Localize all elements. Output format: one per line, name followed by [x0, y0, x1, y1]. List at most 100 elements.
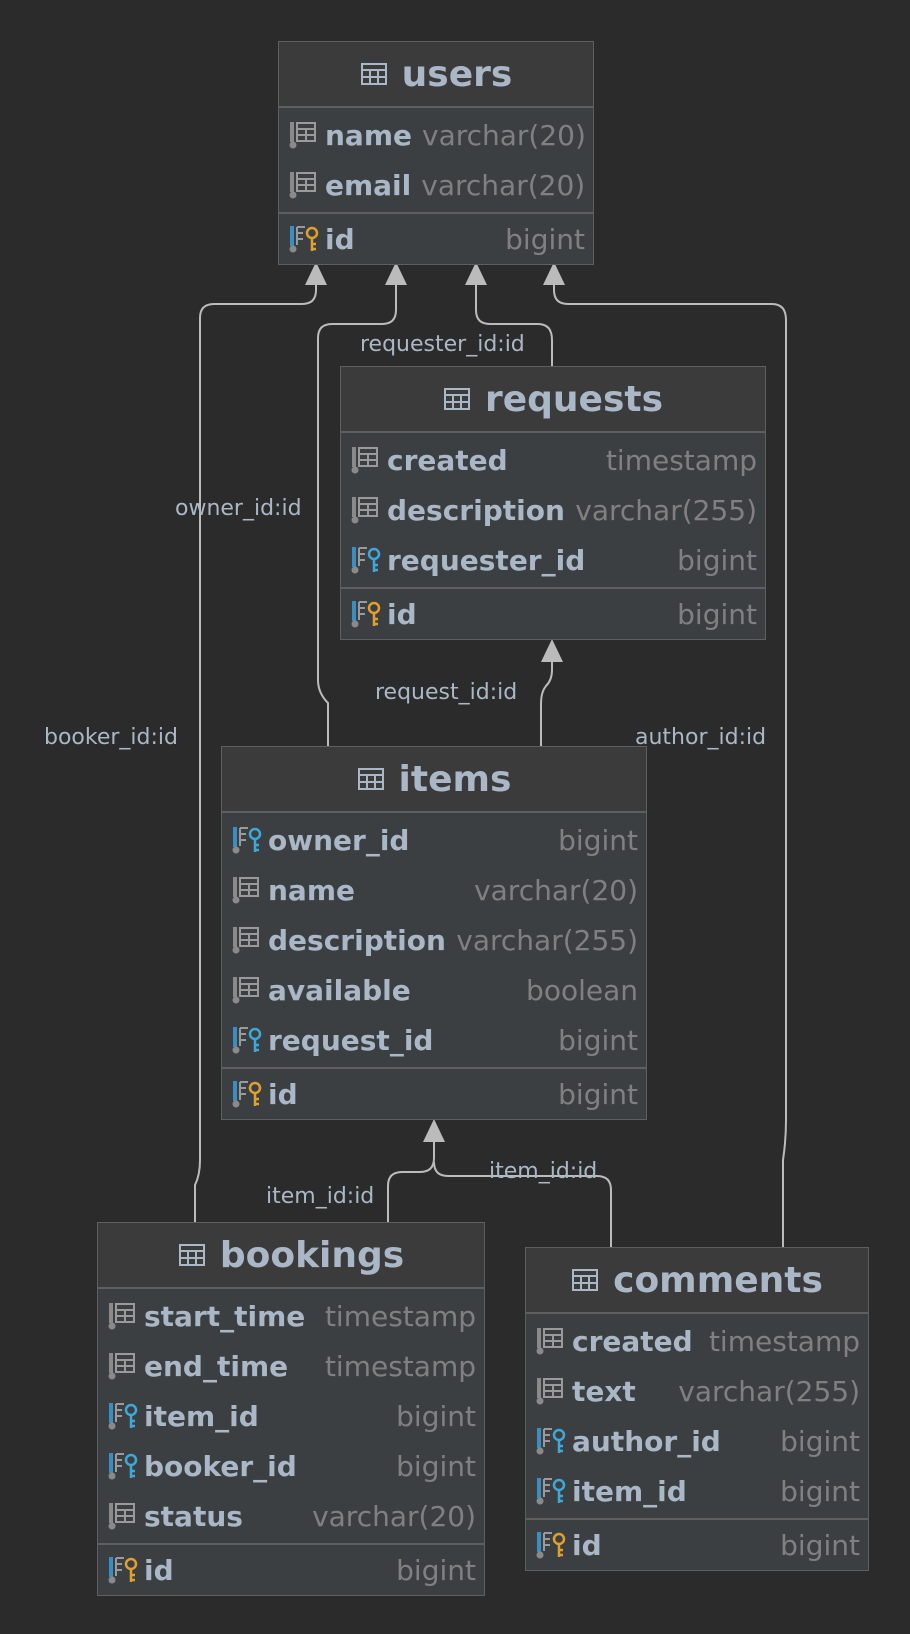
column-type: bigint [677, 597, 757, 631]
column-icon [536, 1378, 563, 1405]
foreign-key-icon [108, 1453, 138, 1480]
table-icon [572, 1269, 599, 1291]
column-type: varchar(20) [421, 168, 586, 202]
column-type: timestamp [324, 1349, 476, 1383]
arrowhead-request [541, 639, 563, 662]
column-icon [232, 977, 259, 1004]
column-name: name [268, 873, 355, 907]
arrowhead-booker [305, 262, 327, 285]
foreign-key-icon [232, 1027, 262, 1054]
column-icon [108, 1353, 135, 1380]
entity-title: comments [613, 1259, 823, 1301]
column-name: status [144, 1499, 243, 1533]
arrowhead-items [423, 1119, 445, 1142]
column-type: bigint [558, 1077, 638, 1111]
column-name: owner_id [268, 823, 410, 857]
column-name: name [325, 118, 412, 152]
primary-key-icon [351, 601, 381, 628]
edge-label-booking-item: item_id:id [266, 1184, 374, 1209]
column-row-requester-id[interactable]: requester_id bigint [341, 535, 765, 585]
column-name: available [268, 973, 411, 1007]
column-row-id[interactable]: id bigint [341, 589, 765, 639]
relation-edge-booking-item [387, 1142, 435, 1222]
column-name: id [268, 1077, 298, 1111]
column-type: bigint [558, 823, 638, 857]
table-icon [443, 388, 470, 410]
column-icon [108, 1303, 135, 1330]
column-type: varchar(20) [312, 1499, 476, 1533]
column-type: bigint [558, 1023, 638, 1057]
primary-key-icon [108, 1557, 138, 1584]
column-name: text [572, 1374, 636, 1408]
column-type: timestamp [324, 1299, 476, 1333]
primary-key-icon [536, 1532, 566, 1559]
entity-header[interactable]: bookings [98, 1223, 484, 1289]
entity-header[interactable]: items [222, 747, 646, 813]
column-row-available[interactable]: available boolean [222, 965, 646, 1015]
primary-key-section: id bigint [222, 1067, 646, 1119]
column-row-owner-id[interactable]: owner_id bigint [222, 815, 646, 865]
table-icon [360, 63, 387, 85]
column-icon [351, 447, 378, 474]
entity-header[interactable]: comments [526, 1248, 868, 1314]
entity-header[interactable]: requests [341, 367, 765, 433]
foreign-key-icon [536, 1428, 566, 1455]
column-row-request-id[interactable]: request_id bigint [222, 1015, 646, 1065]
column-icon [351, 497, 378, 524]
column-row-created[interactable]: created timestamp [341, 435, 765, 485]
foreign-key-icon [232, 827, 262, 854]
column-type: timestamp [605, 443, 757, 477]
entity-title: users [401, 53, 513, 95]
column-name: requester_id [387, 543, 586, 577]
entity-header[interactable]: users [279, 42, 593, 108]
column-name: item_id [144, 1399, 259, 1433]
edge-label-request: request_id:id [375, 680, 517, 705]
column-type: bigint [780, 1474, 860, 1508]
column-icon [289, 122, 316, 149]
column-name: created [387, 443, 508, 477]
primary-key-section: id bigint [341, 587, 765, 639]
column-type: timestamp [708, 1324, 860, 1358]
column-name: id [387, 597, 417, 631]
column-type: bigint [677, 543, 757, 577]
arrowhead-requester [465, 262, 487, 285]
primary-key-icon [232, 1081, 262, 1108]
column-type: boolean [526, 973, 638, 1007]
primary-key-icon [289, 226, 319, 253]
foreign-key-icon [536, 1478, 566, 1505]
column-name: request_id [268, 1023, 434, 1057]
column-row-id[interactable]: id bigint [222, 1069, 646, 1119]
relation-edge-booker [194, 276, 317, 1222]
column-row-status[interactable]: status varchar(20) [98, 1491, 484, 1541]
column-type: bigint [396, 1449, 476, 1483]
column-name: id [572, 1528, 602, 1562]
column-type: bigint [505, 222, 585, 256]
table-icon [357, 768, 384, 790]
